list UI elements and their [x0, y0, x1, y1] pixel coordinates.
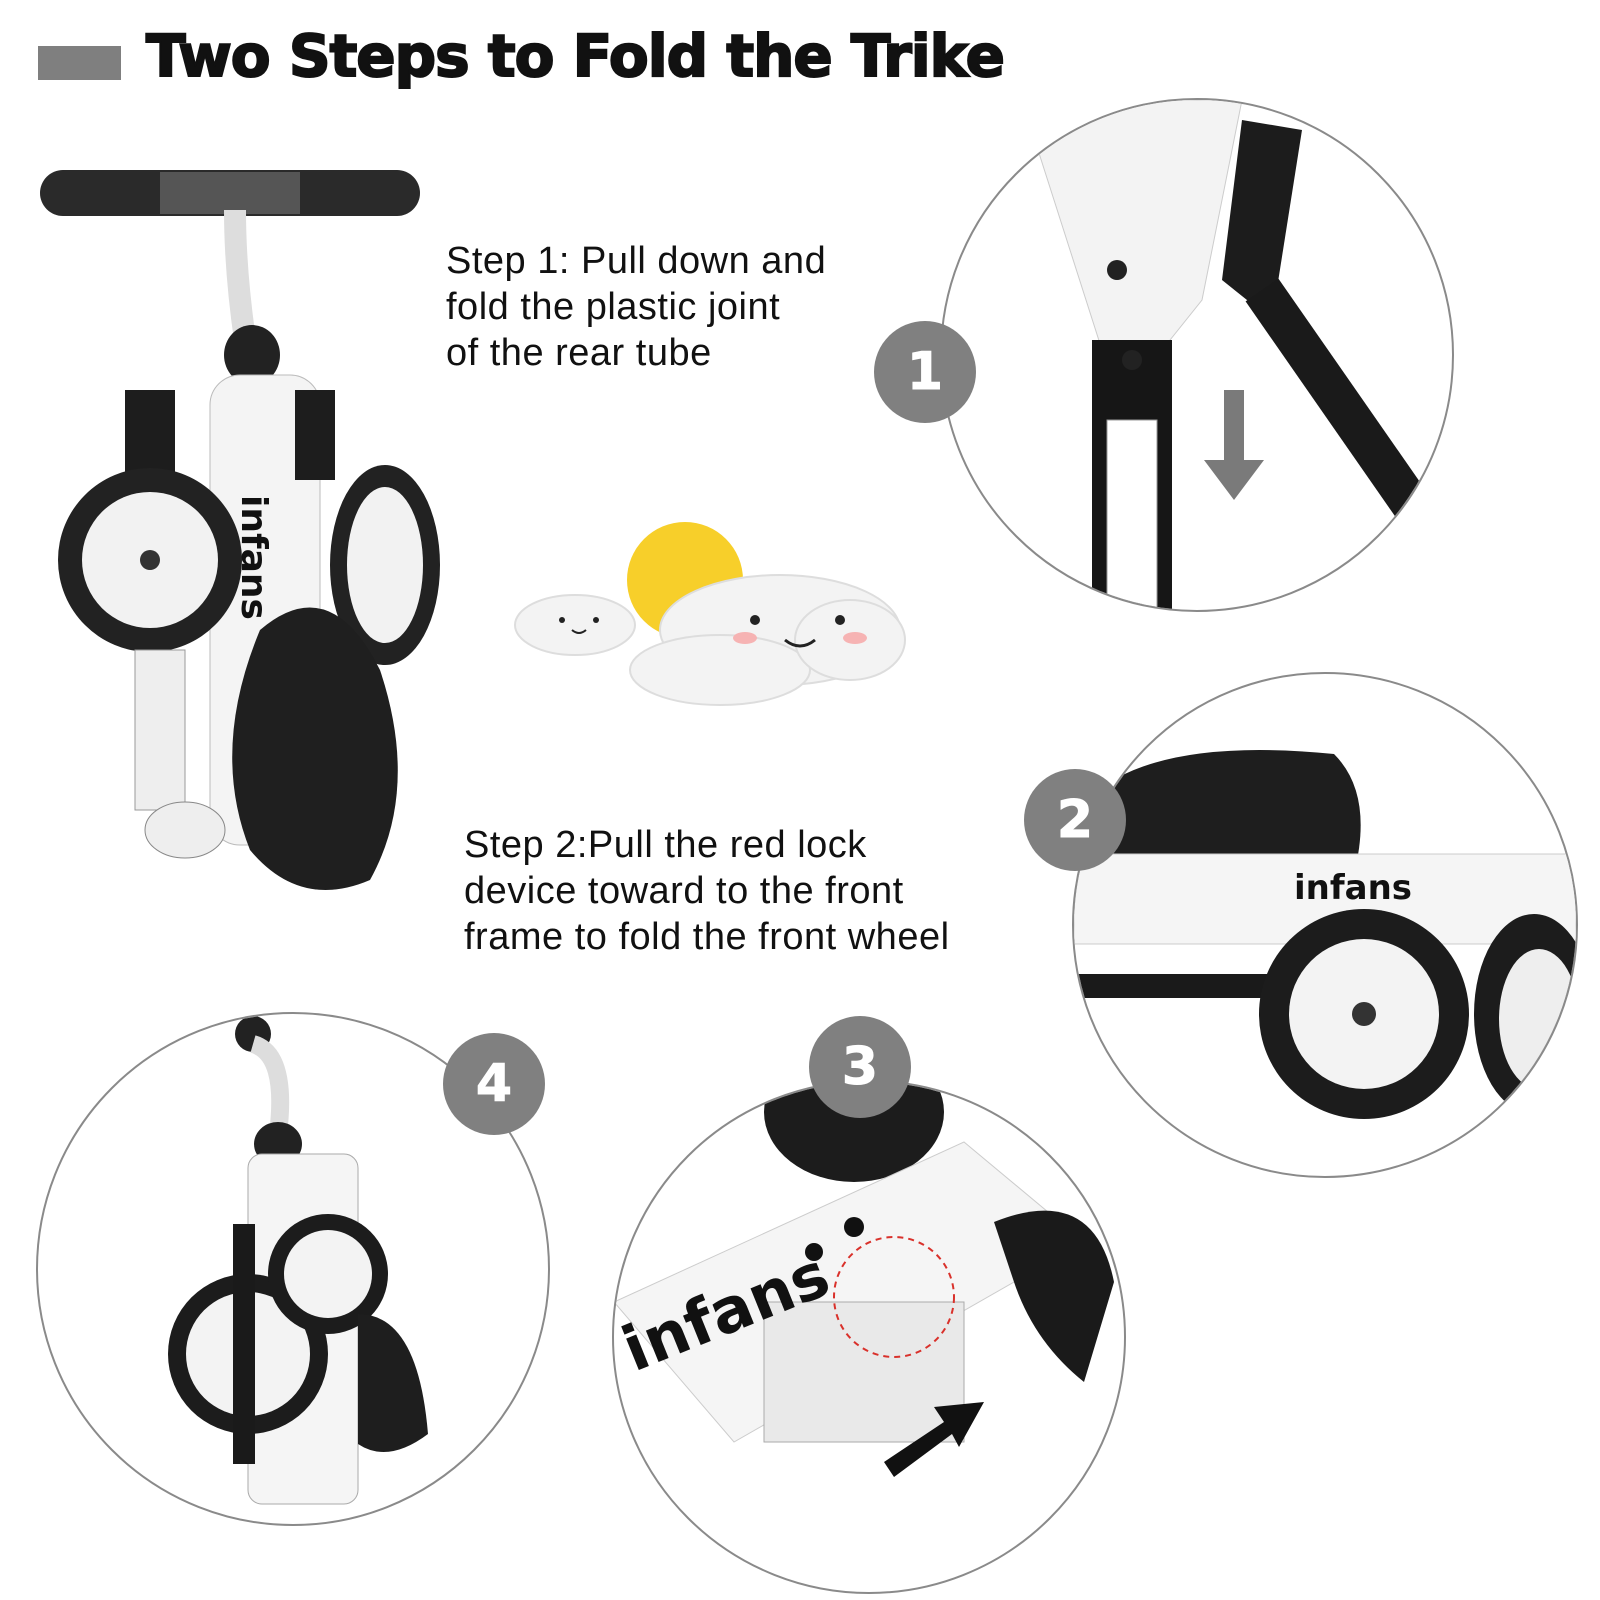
page-title: Two Steps to Fold the Trike	[145, 21, 1006, 91]
sun-cloud-illustration	[514, 522, 906, 706]
title-accent-bar	[38, 46, 121, 80]
step-2-line: frame to fold the front wheel	[464, 916, 950, 958]
arrow-down-icon	[1204, 390, 1264, 500]
step-1-line: Step 1: Pull down and	[446, 240, 827, 282]
step-1-line: fold the plastic joint	[446, 286, 781, 328]
step-2-line: device toward to the front	[464, 870, 904, 912]
step-badge-1: 1	[874, 321, 976, 423]
lock-marker	[833, 1236, 955, 1358]
brand-logo: infans	[233, 495, 274, 620]
step-1-instructions: Step 1: Pull down and fold the plastic j…	[446, 238, 826, 376]
folded-trike-image: infans	[40, 170, 440, 890]
step-badge-3: 3	[809, 1016, 911, 1118]
step-badge-4: 4	[443, 1033, 545, 1135]
step-2-line: Step 2:Pull the red lock	[464, 824, 867, 866]
step-3-detail-photo: infans	[612, 1080, 1126, 1594]
step-badge-2: 2	[1024, 769, 1126, 871]
step-2-detail-photo: infans	[1072, 672, 1578, 1178]
step-1-detail-photo	[940, 98, 1454, 612]
arrow-icon	[884, 1402, 984, 1477]
cloud-icon	[514, 574, 906, 706]
brand-logo: infans	[1294, 868, 1412, 908]
step-1-line: of the rear tube	[446, 332, 712, 374]
step-2-instructions: Step 2:Pull the red lock device toward t…	[464, 822, 950, 960]
